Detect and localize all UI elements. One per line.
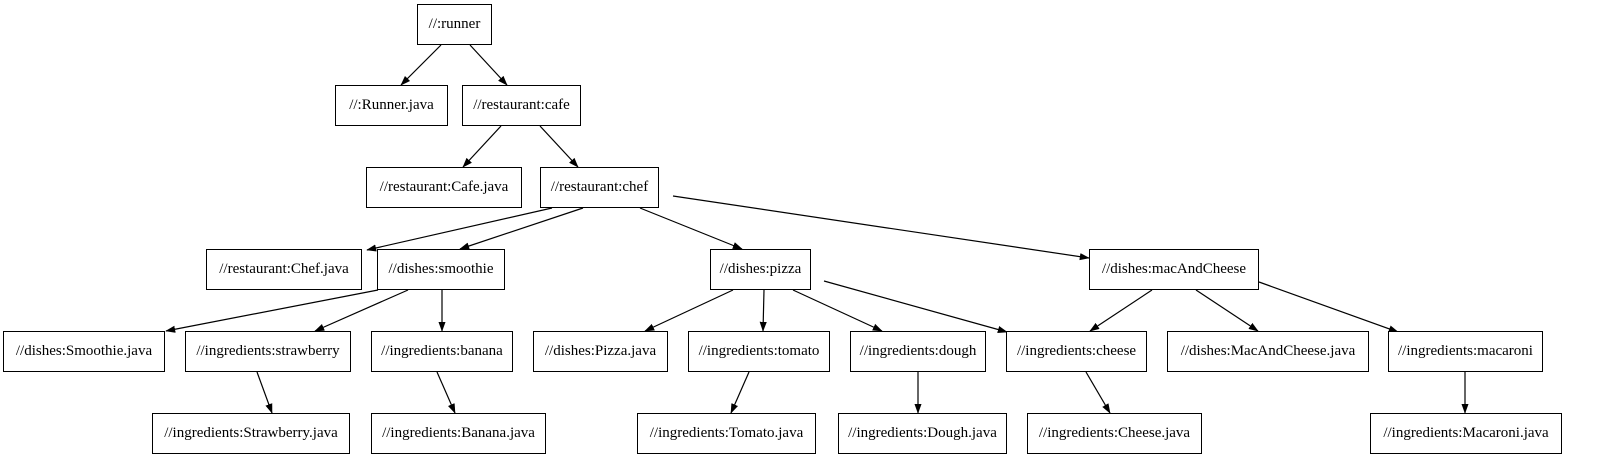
graph-node[interactable]: //dishes:Smoothie.java [3,331,165,372]
graph-node[interactable]: //ingredients:banana [371,331,513,372]
graph-node[interactable]: //:Runner.java [335,85,448,126]
graph-node-label: //ingredients:tomato [698,343,820,359]
graph-node[interactable]: //ingredients:strawberry [185,331,351,372]
graph-node-label: //ingredients:macaroni [1398,343,1533,359]
graph-node-label: //dishes:pizza [719,261,802,277]
graph-node-label: //ingredients:Dough.java [848,425,997,441]
graph-node-label: //ingredients:Banana.java [382,425,535,441]
graph-node[interactable]: //ingredients:tomato [688,331,830,372]
graph-node[interactable]: //ingredients:Banana.java [371,413,546,454]
graph-node-label: //ingredients:dough [859,343,977,359]
graph-node-label: //:Runner.java [349,97,434,113]
graph-node[interactable]: //restaurant:cafe [462,85,581,126]
graph-node-label: //restaurant:Chef.java [219,261,349,277]
graph-node[interactable]: //dishes:macAndCheese [1089,249,1259,290]
graph-node-label: //restaurant:Cafe.java [379,179,509,195]
graph-node-label: //:runner [428,16,481,32]
graph-node[interactable]: //dishes:smoothie [377,249,505,290]
graph-node[interactable]: //dishes:pizza [710,249,811,290]
graph-node-label: //ingredients:strawberry [196,343,340,359]
graph-node[interactable]: //ingredients:Strawberry.java [152,413,350,454]
graph-node-label: //ingredients:banana [381,343,503,359]
graph-node-label: //restaurant:cafe [473,97,570,113]
graph-node[interactable]: //restaurant:Cafe.java [366,167,522,208]
graph-node[interactable]: //ingredients:dough [850,331,986,372]
graph-node-label: //ingredients:Strawberry.java [164,425,338,441]
graph-node[interactable]: //restaurant:Chef.java [206,249,362,290]
graph-node[interactable]: //:runner [417,4,492,45]
graph-node-label: //dishes:Pizza.java [544,343,657,359]
graph-node[interactable]: //ingredients:Macaroni.java [1370,413,1562,454]
graph-node-label: //restaurant:chef [550,179,649,195]
graph-node[interactable]: //dishes:Pizza.java [533,331,668,372]
graph-node[interactable]: //ingredients:Dough.java [838,413,1007,454]
graph-node-label: //dishes:Smoothie.java [15,343,153,359]
graph-node[interactable]: //ingredients:macaroni [1388,331,1543,372]
graph-node-label: //ingredients:Tomato.java [649,425,804,441]
graph-node[interactable]: //ingredients:Tomato.java [637,413,816,454]
graph-node-label: //ingredients:Cheese.java [1038,425,1191,441]
graph-node-label: //ingredients:Macaroni.java [1383,425,1549,441]
graph-node[interactable]: //dishes:MacAndCheese.java [1167,331,1369,372]
graph-node-label: //dishes:macAndCheese [1101,261,1247,277]
graph-node-label: //dishes:smoothie [388,261,494,277]
graph-node[interactable]: //restaurant:chef [540,167,659,208]
graph-node-label: //ingredients:cheese [1016,343,1137,359]
graph-node-label: //dishes:MacAndCheese.java [1180,343,1356,359]
graph-node[interactable]: //ingredients:Cheese.java [1027,413,1202,454]
graph-node[interactable]: //ingredients:cheese [1006,331,1147,372]
